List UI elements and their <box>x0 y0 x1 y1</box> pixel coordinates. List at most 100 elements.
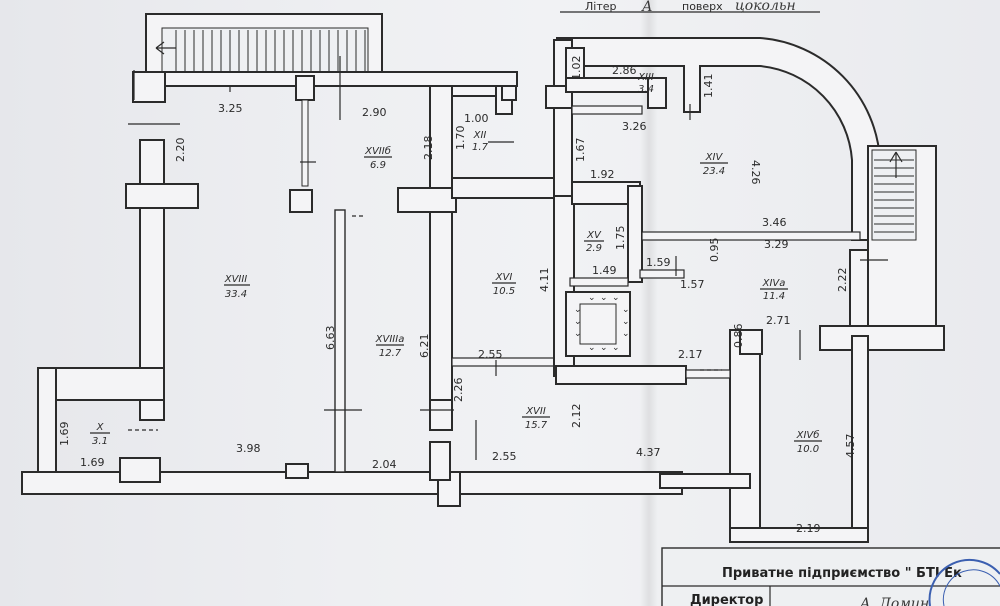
dim-label: 4.26 <box>749 160 762 185</box>
room-number: XV <box>586 230 602 241</box>
room-area: 15.7 <box>525 420 548 431</box>
dim-label: 6.21 <box>418 334 431 359</box>
walls-right <box>556 37 945 543</box>
dim-label: 1.49 <box>592 264 617 277</box>
dim-label: 2.55 <box>478 348 503 361</box>
room-number: XIVб <box>796 429 820 441</box>
flue-mark: ⌄ <box>574 317 582 327</box>
dim-label: 2.86 <box>612 64 637 77</box>
dim-label: 2.22 <box>836 268 849 293</box>
flue-mark: ⌄ <box>574 305 582 315</box>
dim-label: 2.55 <box>492 450 517 463</box>
dim-label: 1.02 <box>570 56 583 81</box>
room-xiv: XIV 23.4 <box>700 152 728 177</box>
dim-label: 3.46 <box>762 216 787 229</box>
dim-label: 4.11 <box>538 268 551 293</box>
flue-mark: ⌄ <box>588 343 596 353</box>
dim-label: 3.29 <box>764 238 789 251</box>
room-area: 23.4 <box>703 166 725 177</box>
flue-mark: ⌄ <box>622 329 630 339</box>
room-xvi: XVI 10.5 <box>492 272 516 297</box>
dim-label: 4.57 <box>844 434 857 459</box>
dim-label: 1.59 <box>646 256 671 269</box>
director-name: А. Домин <box>859 596 929 606</box>
flue-mark: ⌄ <box>600 293 608 303</box>
room-x: X 3.1 <box>90 422 110 447</box>
room-area: 10.5 <box>493 286 515 297</box>
room-area: 1.7 <box>472 142 489 153</box>
flue-mark: ⌄ <box>612 343 620 353</box>
room-area: 6.9 <box>370 160 386 171</box>
room-number: XIV <box>705 152 724 163</box>
field-label-2: поверх <box>682 0 723 13</box>
field-value-2: цокольн <box>735 0 796 14</box>
dim-label: 3.25 <box>218 102 243 115</box>
room-labels: XVIII 33.4 XVIIIа 12.7 XVIIб 6.9 XII 1.7… <box>90 72 822 455</box>
paper-fold <box>640 0 658 606</box>
title-block: Приватне підприємство " БТІ Ек Директор … <box>661 547 1000 606</box>
dim-label: 1.41 <box>702 74 715 99</box>
dim-label: 6.63 <box>324 326 337 351</box>
room-xivb: XIVб 10.0 <box>794 429 822 455</box>
walls-middle: ⌄⌄⌄⌄⌄⌄⌄⌄⌄⌄⌄⌄ <box>545 39 687 385</box>
room-xviib: XVIIб 6.9 <box>364 145 392 171</box>
dim-label: 1.75 <box>614 226 627 251</box>
dim-label: 4.37 <box>636 446 661 459</box>
field-label-1: Літер <box>585 0 617 13</box>
dim-label: 2.71 <box>766 314 791 327</box>
room-xvii: XVII 15.7 <box>522 406 550 431</box>
room-xii: XII 1.7 <box>472 130 489 153</box>
stair-arrow-icon <box>155 41 176 55</box>
room-number: X <box>96 422 105 433</box>
dim-label: 0.95 <box>708 238 721 263</box>
dim-label: 2.19 <box>796 522 821 535</box>
dim-label: 1.57 <box>680 278 705 291</box>
flue-mark: ⌄ <box>600 343 608 353</box>
dim-label: 2.18 <box>422 136 435 161</box>
room-area: 11.4 <box>763 291 785 302</box>
room-xviiia: XVIIIа 12.7 <box>375 334 405 359</box>
room-number: XVII <box>525 406 546 417</box>
field-value-1: А <box>641 0 653 15</box>
room-number: XVI <box>495 272 513 283</box>
dim-label: 2.26 <box>452 378 465 403</box>
stamp-seal <box>928 558 1000 606</box>
flue-mark: ⌄ <box>622 317 630 327</box>
walls-left <box>21 71 683 507</box>
room-area: 3.4 <box>638 84 654 95</box>
room-number: XVIIIа <box>375 334 405 345</box>
dim-label: 0.86 <box>732 324 745 349</box>
room-xiii: XIII 3.4 <box>637 72 654 95</box>
dim-label: 1.00 <box>464 112 489 125</box>
flue-mark: ⌄ <box>574 329 582 339</box>
stair-arrow-right-icon <box>889 151 903 178</box>
flue-mark: ⌄ <box>612 293 620 303</box>
room-xviii: XVIII 33.4 <box>224 274 250 300</box>
header-fields: Літер А поверх цокольн <box>560 0 820 15</box>
dimension-labels: 3.25 2.90 1.00 2.20 2.18 1.70 6.63 6.21 … <box>58 56 857 536</box>
room-number: XIII <box>637 72 654 83</box>
dim-label: 2.90 <box>362 106 387 119</box>
room-xiva: XIVа 11.4 <box>760 278 788 302</box>
dim-label: 1.70 <box>454 126 467 151</box>
director-label: Директор <box>690 593 763 606</box>
flue-mark: ⌄ <box>622 305 630 315</box>
room-number: XIVа <box>762 278 786 289</box>
dim-label: 2.20 <box>174 138 187 163</box>
room-area: 3.1 <box>92 436 108 447</box>
room-number: XII <box>473 130 487 141</box>
dim-label: 1.67 <box>574 138 587 163</box>
flue-mark: ⌄ <box>588 293 596 303</box>
dim-label: 3.98 <box>236 442 261 455</box>
dim-label: 2.17 <box>678 348 703 361</box>
room-area: 12.7 <box>379 348 402 359</box>
room-area: 10.0 <box>797 444 819 455</box>
room-number: XVIII <box>224 274 248 285</box>
annotation-lines <box>128 56 888 460</box>
dim-label: 1.92 <box>590 168 615 181</box>
room-number: XVIIб <box>364 145 391 157</box>
dim-label: 1.69 <box>80 456 105 469</box>
dim-label: 2.12 <box>570 404 583 429</box>
